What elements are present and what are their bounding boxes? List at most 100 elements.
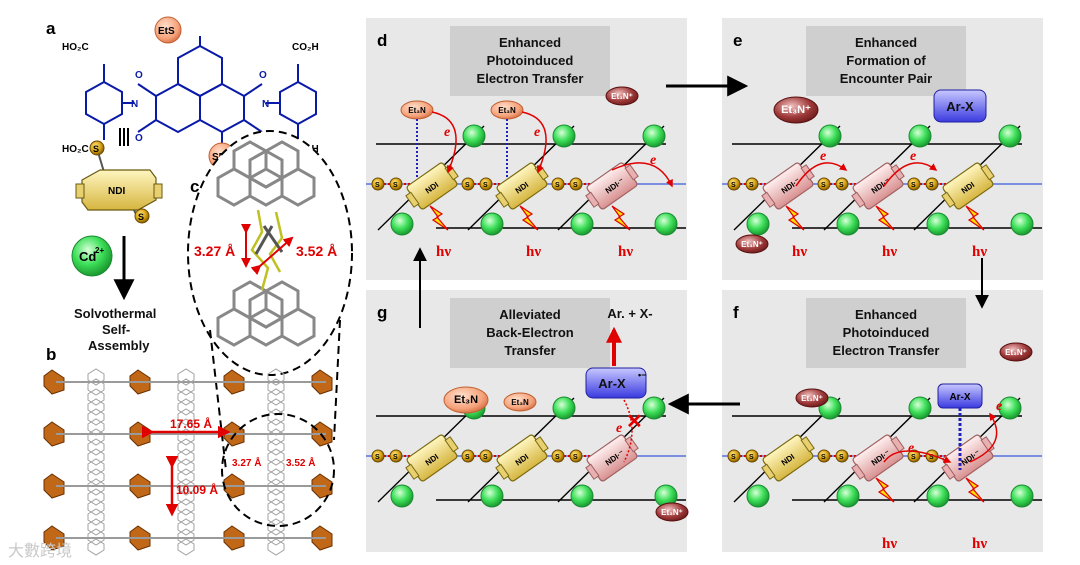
cd-polyhedron (43, 369, 65, 395)
title-box (450, 26, 610, 96)
cd-polyhedron (43, 525, 65, 551)
metal-node (570, 484, 594, 508)
panel-d-header: d Enhanced Photoinduced Electron Transfe… (377, 26, 610, 96)
carbonyl-o: O (135, 70, 143, 81)
hv-label: hν (972, 244, 987, 260)
hv-label: hν (882, 244, 897, 260)
metal-node (390, 212, 414, 236)
metal-node (642, 124, 666, 148)
metal-node (836, 212, 860, 236)
sulfur-label: S (911, 182, 916, 189)
title-line: Photoinduced (487, 53, 574, 68)
hv-label: hν (618, 244, 633, 260)
electron-label: e (996, 399, 1002, 414)
zoom-circle (221, 413, 335, 527)
title-line: Encounter Pair (840, 71, 932, 86)
process-text-1: Solvothermal (74, 306, 156, 321)
products-label: Ar. + X- (607, 306, 652, 321)
sulfur-label: S (929, 182, 934, 189)
sulfur-label: S (749, 454, 754, 461)
sulfur-label: S (731, 454, 736, 461)
distance-label-horizontal: 17.65 Å (170, 416, 212, 431)
sulfur-label: S (821, 454, 826, 461)
et3n-cation (735, 234, 769, 254)
carboxyl-tl: HO₂C (62, 42, 89, 53)
sulfur-label: S (393, 454, 398, 461)
sulfur-label: S (483, 182, 488, 189)
sulfur-label: S (375, 454, 380, 461)
sulfur-label: S (393, 182, 398, 189)
et3n-label: Et₃N (454, 394, 478, 406)
sulfur-label: S (465, 182, 470, 189)
sulfur-label: S (483, 454, 488, 461)
panel-g-extras: Ar-X •− Ar. + X- ✕ (585, 306, 653, 463)
hv-label: hν (436, 244, 451, 260)
panel-label-a: a (46, 19, 56, 38)
panel-g-header: g Alleviated Back-Electron Transfer (377, 298, 610, 368)
ndi-radical-unit: NDI·⁻ (851, 162, 905, 210)
hv-label: hν (526, 244, 541, 260)
ndi-unit: NDI (941, 162, 995, 210)
ndi-radical-unit: NDI·⁻ (941, 434, 995, 482)
et3n-cation-label: Et₃N⁺ (781, 104, 811, 116)
electron-label: e (444, 125, 450, 140)
lightning-icon (429, 205, 449, 231)
panel-f-header: f Enhanced Photoinduced Electron Transfe… (733, 298, 966, 368)
ndi-radical-unit: NDI·⁻ (585, 162, 639, 210)
metal-node (908, 124, 932, 148)
metal-node (480, 484, 504, 508)
distance-label-vertical: 10.09 Å (176, 482, 218, 497)
sulfur-label: S (573, 182, 578, 189)
sulfur-label: S (911, 454, 916, 461)
sulfur-node (89, 140, 105, 156)
imide-n-right: N (262, 99, 269, 110)
carbonyl-o: O (135, 133, 143, 144)
lightning-icon (965, 205, 985, 231)
electron-transfer-arrow (969, 412, 998, 463)
panel-a: a N N O O O O HO₂C H (46, 16, 319, 353)
electron-label: e (908, 441, 914, 456)
arx-label: Ar-X (949, 392, 970, 403)
title-line: Formation of (846, 53, 926, 68)
blocked-cross-icon: ✕ (626, 411, 643, 433)
distance-label-a: 3.27 Å (194, 243, 235, 259)
hv-label: hν (792, 244, 807, 260)
title-box (806, 298, 966, 368)
arx-radical-box (585, 367, 647, 399)
sulfur-node (727, 177, 741, 191)
panel-label-g: g (377, 303, 387, 322)
electron-label: e (910, 149, 916, 164)
sulfur-node (569, 449, 583, 463)
panel-e-header: e Enhanced Formation of Encounter Pair (733, 26, 966, 96)
electron-transfer-arrow (611, 162, 673, 188)
title-line: Enhanced (499, 35, 561, 50)
sulfur-node (389, 177, 403, 191)
cd-polyhedron (43, 473, 65, 499)
svg-text:S: S (138, 212, 144, 222)
metal-node (654, 212, 678, 236)
et3n-cation-label: Et₃N⁺ (611, 92, 633, 101)
equivalence-icon (119, 128, 129, 146)
panel-f-extras: Ar-X (937, 383, 983, 470)
metal-node (998, 124, 1022, 148)
sulfur-node (745, 177, 759, 191)
cd-label: Cd (79, 249, 96, 264)
et3n-cation (773, 96, 819, 124)
hv-label: hν (882, 536, 897, 552)
sulfur-node (569, 177, 583, 191)
sulfur-label: S (555, 454, 560, 461)
electron-transfer-arrow (431, 111, 457, 174)
sulfur-node (371, 449, 385, 463)
electron-transfer-arrow (883, 162, 938, 187)
metal-node (908, 396, 932, 420)
process-text-2: Self- (102, 322, 130, 337)
sulfur-node (835, 449, 849, 463)
et3n-label: Et₃N (511, 398, 529, 407)
sulfur-node (551, 177, 565, 191)
panel-b: b 17.65 Å 10.09 Å 3.27 Å 3.52 Å (43, 345, 335, 556)
sulfur-node (461, 177, 475, 191)
metal-node (746, 212, 770, 236)
